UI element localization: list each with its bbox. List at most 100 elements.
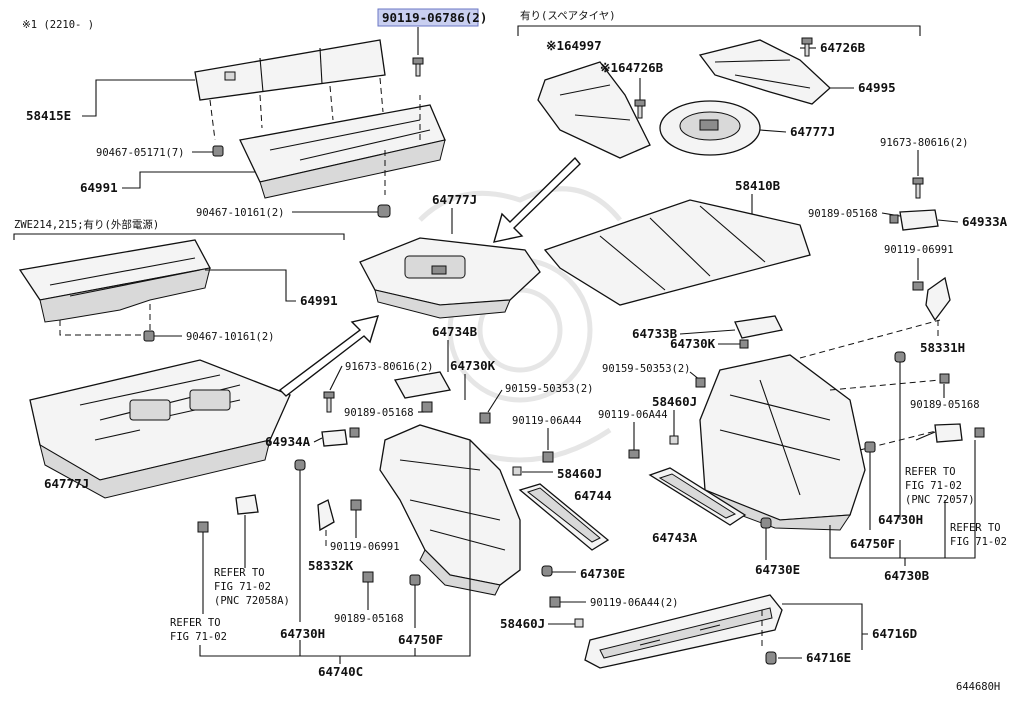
ref-c-line1[interactable]: REFER TO	[905, 466, 956, 478]
clip-58460J-upper	[669, 435, 679, 445]
label-58415E[interactable]: 58415E	[26, 108, 71, 123]
clip-58460J-mid	[512, 466, 522, 476]
label-90467-10161-upper[interactable]: 90467-10161(2)	[196, 207, 285, 219]
part-64777J-round	[659, 100, 761, 156]
label-90467-05171[interactable]: 90467-05171(7)	[96, 147, 185, 159]
label-90159-50353-upper[interactable]: 90159-50353(2)	[602, 363, 691, 375]
label-58332K[interactable]: 58332K	[308, 558, 354, 573]
label-90467-10161-zwe[interactable]: 90467-10161(2)	[186, 331, 275, 343]
clip-64730K-left	[421, 401, 433, 413]
leader-90159-50353-left	[487, 389, 503, 413]
bracket-64740C	[199, 440, 471, 657]
bolt-90119-06786	[412, 57, 424, 77]
label-64750F-right[interactable]: 64750F	[850, 536, 895, 551]
ref-b-line2[interactable]: FIG 71-02	[170, 631, 227, 643]
label-64716E[interactable]: 64716E	[806, 650, 851, 665]
label-64730H-right[interactable]: 64730H	[878, 512, 923, 527]
part-64744	[518, 483, 610, 551]
label-90159-50353-left[interactable]: 90159-50353(2)	[505, 383, 594, 395]
part-64991-zwe	[18, 239, 211, 323]
clip-90467-05171	[212, 145, 224, 157]
label-64726B-s1[interactable]: ※164726B	[600, 60, 664, 75]
bolt-90159-50353-left	[479, 412, 491, 424]
label-64750F-left[interactable]: 64750F	[398, 632, 443, 647]
bolt-90119-06A44-bottom	[549, 596, 561, 608]
label-64777J-round[interactable]: 64777J	[790, 124, 835, 139]
label-64743A[interactable]: 64743A	[652, 530, 698, 545]
label-58331H[interactable]: 58331H	[920, 340, 965, 355]
bolt-90119-06991-right	[912, 281, 924, 291]
part-58331H	[925, 276, 951, 322]
label-64730H-left[interactable]: 64730H	[280, 626, 325, 641]
label-90189-05168-left[interactable]: 90189-05168	[344, 407, 414, 419]
figure-id: 644680H	[956, 681, 1000, 693]
ref-a-line2[interactable]: FIG 71-02	[214, 581, 271, 593]
bolt-90159-50353-upper	[695, 377, 706, 388]
bracket-64933A	[889, 209, 939, 231]
label-64716D[interactable]: 64716D	[872, 626, 917, 641]
leader-64733B	[679, 329, 736, 335]
label-64933A[interactable]: 64933A	[962, 214, 1008, 229]
label-64991-upper[interactable]: 64991	[80, 180, 118, 195]
label-64740C[interactable]: 64740C	[318, 664, 363, 679]
label-64730E-right[interactable]: 64730E	[755, 562, 800, 577]
leader-64991-zwe	[205, 269, 296, 302]
label-64777J-tray[interactable]: 64777J	[44, 476, 89, 491]
bracket-far-right	[934, 423, 985, 443]
label-64744[interactable]: 64744	[574, 488, 612, 503]
label-64726B[interactable]: 64726B	[820, 40, 866, 55]
bolt-64726B-s1	[634, 99, 646, 119]
label-58460J-upper[interactable]: 58460J	[652, 394, 697, 409]
label-90119-06A44-left[interactable]: 90119-06A44	[512, 415, 582, 427]
clip-64730E-mid	[541, 565, 553, 577]
label-90189-05168-right[interactable]: 90189-05168	[808, 208, 878, 220]
ref-a-line3[interactable]: (PNC 72058A)	[214, 595, 290, 607]
bolt-64726B	[801, 37, 813, 57]
label-58460J-bottom[interactable]: 58460J	[500, 616, 545, 631]
label-64730K-left[interactable]: 64730K	[450, 358, 496, 373]
label-90189-05168-far-right[interactable]: 90189-05168	[910, 399, 980, 411]
ref-b-line1[interactable]: REFER TO	[170, 617, 221, 629]
spare-tire-bracket	[517, 25, 921, 36]
label-90119-06991-left[interactable]: 90119-06991	[330, 541, 400, 553]
bolt-90189-05168-bottom	[362, 571, 374, 583]
label-90119-06A44-bottom[interactable]: 90119-06A44(2)	[590, 597, 679, 609]
label-64733B[interactable]: 64733B	[632, 326, 678, 341]
label-90119-06991-right[interactable]: 90119-06991	[884, 244, 954, 256]
ref-a-line1[interactable]: REFER TO	[214, 567, 265, 579]
label-64777J-center[interactable]: 64777J	[432, 192, 477, 207]
ref-c-line3[interactable]: (PNC 72057)	[905, 494, 975, 506]
label-64995[interactable]: 64995	[858, 80, 896, 95]
label-64991-zwe[interactable]: 64991	[300, 293, 338, 308]
label-64997[interactable]: ※164997	[546, 38, 602, 53]
label-58460J-mid[interactable]: 58460J	[557, 466, 602, 481]
ref-c-line2[interactable]: FIG 71-02	[905, 480, 962, 492]
label-64734B[interactable]: 64734B	[432, 324, 478, 339]
label-91673-80616-right[interactable]: 91673-80616(2)	[880, 137, 969, 149]
highlight-box	[377, 8, 479, 27]
part-64997	[537, 61, 651, 159]
label-64730K-right[interactable]: 64730K	[670, 336, 716, 351]
label-91673-80616-left[interactable]: 91673-80616(2)	[345, 361, 434, 373]
ref-d-line2[interactable]: FIG 71-02	[950, 536, 1007, 548]
label-90119-06A44-mid[interactable]: 90119-06A44	[598, 409, 668, 421]
part-64991-upper	[239, 104, 446, 199]
bracket-64716D	[782, 603, 868, 650]
clip-64730K-right	[739, 339, 749, 349]
dash-64991-upper	[384, 95, 421, 195]
label-90119-06786[interactable]: 90119-06786(2)	[382, 10, 487, 25]
leader-91673-80616-left	[329, 365, 343, 391]
part-58410B	[543, 199, 811, 306]
bracket-64730B	[829, 440, 976, 559]
bolt-90119-06991-left	[350, 499, 362, 511]
label-64730E-mid[interactable]: 64730E	[580, 566, 625, 581]
leader-64991-upper	[122, 171, 255, 189]
zwe-note: ZWE214,215;有り(外部電源)	[14, 218, 159, 231]
label-64730B[interactable]: 64730B	[884, 568, 930, 583]
label-90189-05168-bottom[interactable]: 90189-05168	[334, 613, 404, 625]
leader-58415E	[82, 79, 195, 117]
label-64934A[interactable]: 64934A	[265, 434, 311, 449]
part-64740C-panel	[379, 424, 521, 596]
label-58410B[interactable]: 58410B	[735, 178, 781, 193]
